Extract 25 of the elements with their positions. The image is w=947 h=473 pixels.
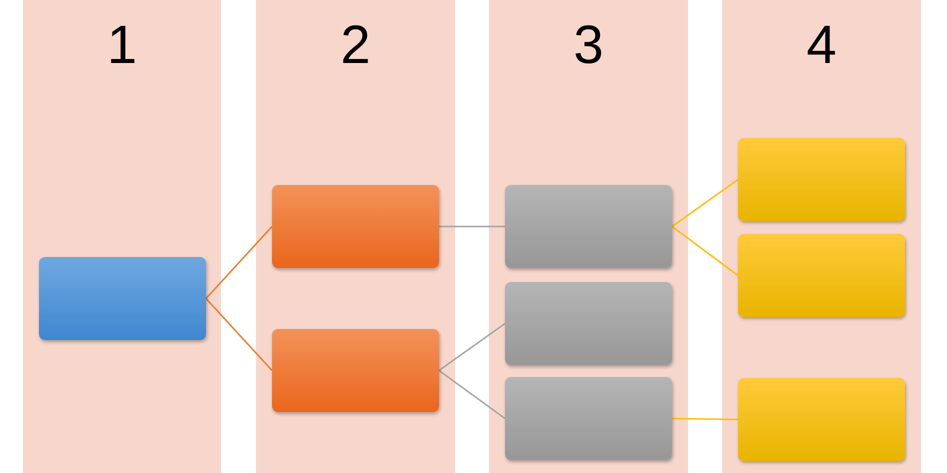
column-number: 3 (572, 14, 605, 76)
connector-line (672, 226, 738, 276)
connector-line (439, 226, 505, 228)
empty-box (505, 377, 672, 460)
column-number: 4 (805, 14, 838, 76)
connector-line (205, 226, 273, 299)
empty-box (272, 329, 439, 412)
column-band (722, 0, 921, 473)
connector-line (438, 322, 506, 372)
empty-box (738, 378, 905, 461)
connector-line (672, 418, 738, 420)
empty-box (272, 185, 439, 268)
empty-box (505, 185, 672, 268)
empty-box (39, 257, 206, 340)
empty-box (505, 282, 672, 365)
column-band (256, 0, 455, 473)
column-band (23, 0, 221, 473)
column-band (489, 0, 688, 473)
column-number: 1 (106, 14, 138, 76)
connector-line (672, 178, 738, 228)
connector-line (438, 370, 506, 420)
column-number: 2 (339, 14, 372, 76)
empty-box (738, 138, 905, 221)
empty-box (738, 234, 905, 317)
connector-line (205, 298, 273, 371)
